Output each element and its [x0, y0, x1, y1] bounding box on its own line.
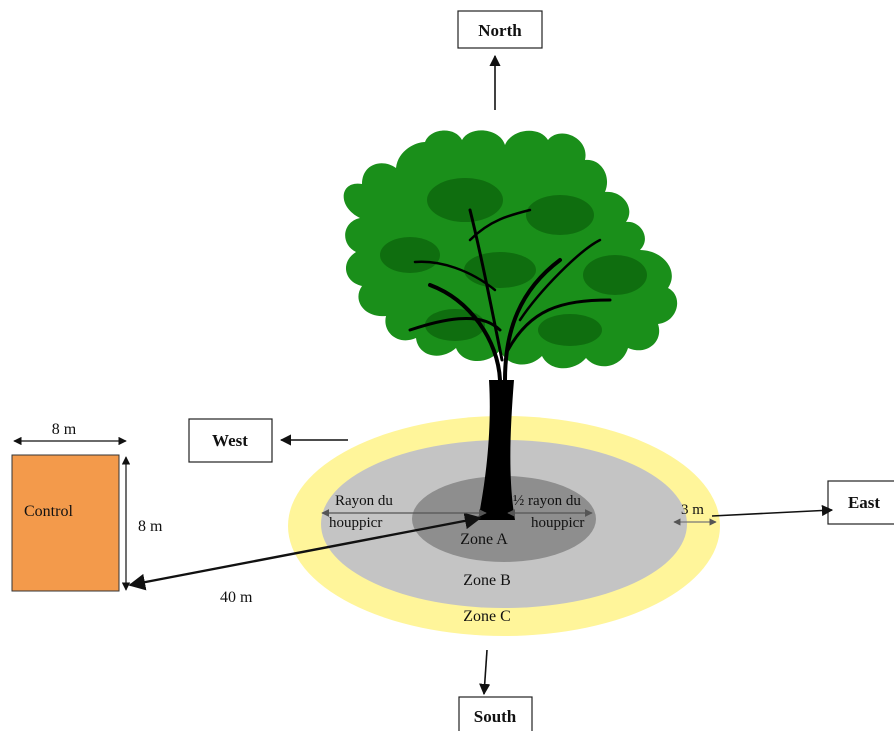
tree-trunk — [478, 380, 515, 520]
north-label: North — [478, 21, 522, 40]
half-radius-label-line1: ½ rayon du — [513, 493, 581, 509]
control-height-label: 8 m — [138, 518, 163, 535]
zone-a-label: Zone A — [460, 531, 508, 548]
control-distance-arrow — [128, 512, 482, 591]
south-label: South — [474, 707, 517, 726]
control-width-label: 8 m — [52, 421, 77, 438]
tree-canopy — [343, 130, 678, 369]
south-arrow — [479, 649, 491, 696]
east-label: East — [848, 493, 880, 512]
half-radius-label-line2: houppicr — [531, 515, 584, 531]
south-box — [458, 696, 533, 731]
crown-radius-label-line2: houppicr — [329, 515, 382, 531]
zone-b-label: Zone B — [463, 572, 511, 589]
east-arrow — [711, 504, 834, 517]
zone-c-label: Zone C — [463, 608, 511, 625]
crown-radius-label-line1: Rayon du — [335, 493, 393, 509]
north-box — [457, 10, 543, 49]
band-width-label: 3 m — [681, 502, 704, 518]
east-box — [827, 480, 894, 525]
control-label: Control — [24, 503, 73, 520]
west-label: West — [212, 431, 248, 450]
control-distance-label: 40 m — [220, 589, 253, 606]
tree-branches — [408, 208, 612, 382]
west-box — [188, 418, 273, 463]
control-plot — [11, 454, 120, 592]
